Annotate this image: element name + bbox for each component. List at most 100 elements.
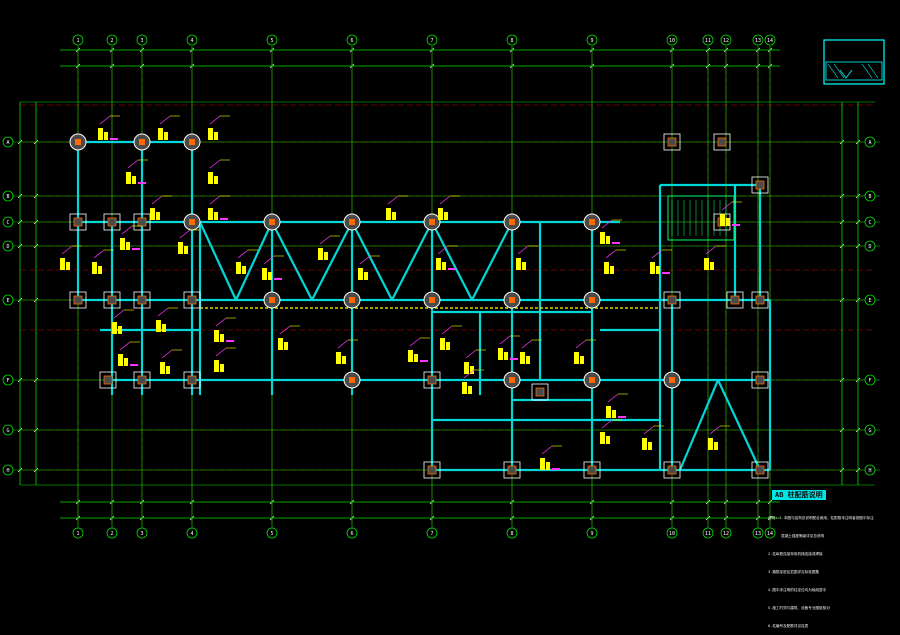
column-outline [663,461,681,479]
axis-bubble-label: 9 [590,531,593,537]
rebar-tag-block [208,208,213,220]
leader-line [119,341,131,351]
leader-line [541,445,553,455]
axis-bubble-row: A [2,136,14,148]
leader-line [651,249,663,259]
column-outline [99,371,117,389]
column-outline [133,213,151,231]
axis-bubble-label: C [6,220,9,226]
axis-bubble-label: 1 [76,38,79,44]
rebar-tag-block [104,132,108,140]
rebar-tag-block [364,272,368,280]
rebar-tag-block [600,232,605,244]
axis-bubble-label: 4 [190,531,193,537]
rebar-tag [214,347,236,372]
square-column [423,461,441,479]
rebar-tag-block [120,238,125,250]
column-core [589,219,595,225]
rebar-tag [118,341,140,366]
axis-bubble-circle [586,527,598,539]
axis-bubble-col: 1 [72,527,84,539]
axis-bubble-col: 13 [752,527,764,539]
tag-underline [420,360,428,362]
rebar-tag-block [444,212,448,220]
rebar-tag [708,425,730,450]
round-column [183,213,201,231]
truss-diagonal [431,221,473,301]
axis-bubble-circle [764,527,776,539]
rebar-tag-block [118,326,122,334]
rebar-tag-block [268,272,272,280]
axis-bubble-row: F [2,374,14,386]
axis-bubble-label: 4 [190,38,193,44]
rebar-tag [126,159,148,184]
round-column [183,133,201,151]
square-column [751,291,769,309]
leader-line [209,115,221,125]
rebar-tag-block [468,386,472,394]
column-core [187,295,197,305]
leader-line [161,349,173,359]
axis-bubble-label: 3 [140,38,143,44]
column-core [269,297,275,303]
axis-bubble-circle [702,527,714,539]
square-column [133,291,151,309]
axis-bubble-label: 5 [270,531,273,537]
tag-underline [110,138,118,140]
axis-bubble-col: 8 [506,527,518,539]
tag-underline [220,218,228,220]
rebar-tag [438,195,460,220]
axis-bubble-label: 9 [590,38,593,44]
column-core [755,375,765,385]
leader-line [121,225,133,235]
axis-bubble-row: C [2,216,14,228]
axis-bubble-label: 13 [755,531,761,537]
round-column [263,213,281,231]
column-outline [69,213,87,231]
rebar-tag-block [220,364,224,372]
round-column [503,291,521,309]
rebar-tag-block [642,438,647,450]
axis-bubble-circle [586,34,598,46]
drawing-background [0,0,900,604]
rebar-tag [208,159,230,184]
column-outline [726,291,744,309]
leader-line [721,201,733,211]
axis-bubble-label: 13 [755,38,761,44]
truss-diagonal [717,379,761,471]
rebar-tag-block [600,432,605,444]
axis-bubble-circle [186,34,198,46]
rebar-tag-block [386,208,391,220]
rebar-tag-block [166,366,170,374]
rebar-tag-block [336,352,341,364]
rebar-tag [208,115,230,140]
axis-bubble-circle [864,424,876,436]
note-line: 混凝土强度等级详见总说明 [768,534,825,538]
note-line: 5.施工时须与建筑、设备专业图纸核对 [768,606,830,610]
rebar-tag [150,195,172,220]
rebar-tag [642,425,664,450]
rebar-tag-block [160,362,165,374]
leader-line [605,249,617,259]
column-core [349,377,355,383]
axis-bubble-col: 12 [720,527,732,539]
leader-line [215,317,227,327]
truss-diagonal [199,221,237,301]
column-sections [69,133,769,479]
rebar-tag-block [720,214,725,226]
axis-bubble-row: E [864,294,876,306]
axis-bubble-col: 6 [346,34,358,46]
rebar-tag [156,307,178,332]
round-column [343,213,361,231]
column-core [667,465,677,475]
axis-bubble-col: 10 [666,34,678,46]
leader-line [387,195,399,205]
note-line: 4.图中未注明的柱定位均为轴线居中 [768,588,827,592]
axis-bubble-row: E [2,294,14,306]
note-line: 3.箍筋加密区范围详见标准图集 [768,570,820,574]
square-column [713,133,731,151]
column-outline [751,176,769,194]
axis-bubble-circle [2,216,14,228]
leader-line [409,337,421,347]
leader-line [709,425,721,435]
